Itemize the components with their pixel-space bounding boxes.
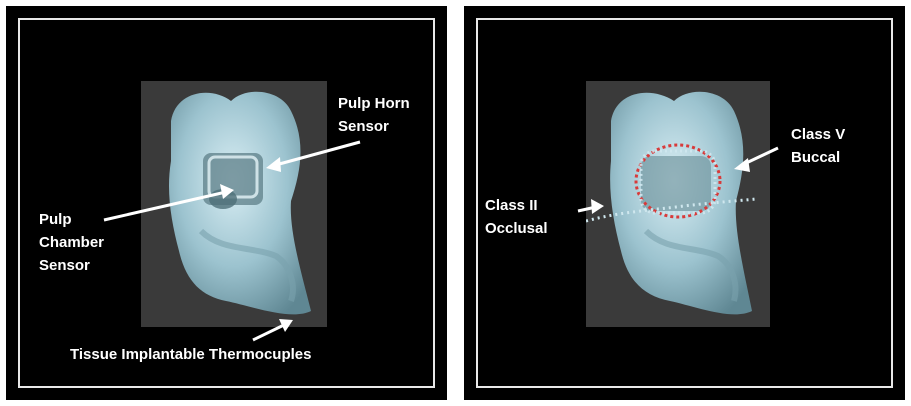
tissue-thermocouples-label: Tissue Implantable Thermocuples	[70, 343, 311, 366]
pulp-chamber-label-line1: Pulp	[39, 208, 104, 231]
class-ii-arrowhead	[591, 199, 604, 214]
left-annotation-layer	[6, 6, 447, 400]
panel-right-restoration-classes: Class V Buccal Class II Occlusal	[464, 6, 905, 400]
thermocouple-arrow	[253, 324, 286, 340]
pulp-horn-label-line1: Pulp Horn	[338, 92, 410, 115]
panel-left-sensor-placement: Pulp Horn Sensor Pulp Chamber Sensor Tis…	[6, 6, 447, 400]
pulp-chamber-label-line2: Chamber	[39, 231, 104, 254]
pulp-chamber-label-line3: Sensor	[39, 254, 104, 277]
pulp-chamber-arrowhead	[220, 184, 234, 199]
class-ii-occlusal-label: Class II Occlusal	[485, 194, 548, 240]
class-v-label-line2: Buccal	[791, 146, 845, 169]
pulp-horn-arrowhead	[266, 157, 281, 172]
pulp-chamber-arrow	[104, 192, 226, 220]
class-ii-label-line1: Class II	[485, 194, 548, 217]
pulp-horn-label-line2: Sensor	[338, 115, 410, 138]
pulp-chamber-sensor-label: Pulp Chamber Sensor	[39, 208, 104, 277]
pulp-horn-arrow	[272, 142, 360, 166]
class-ii-label-line2: Occlusal	[485, 217, 548, 240]
class-v-label-line1: Class V	[791, 123, 845, 146]
pulp-horn-sensor-label: Pulp Horn Sensor	[338, 92, 410, 138]
class-v-arrowhead	[734, 158, 750, 172]
class-v-buccal-label: Class V Buccal	[791, 123, 845, 169]
